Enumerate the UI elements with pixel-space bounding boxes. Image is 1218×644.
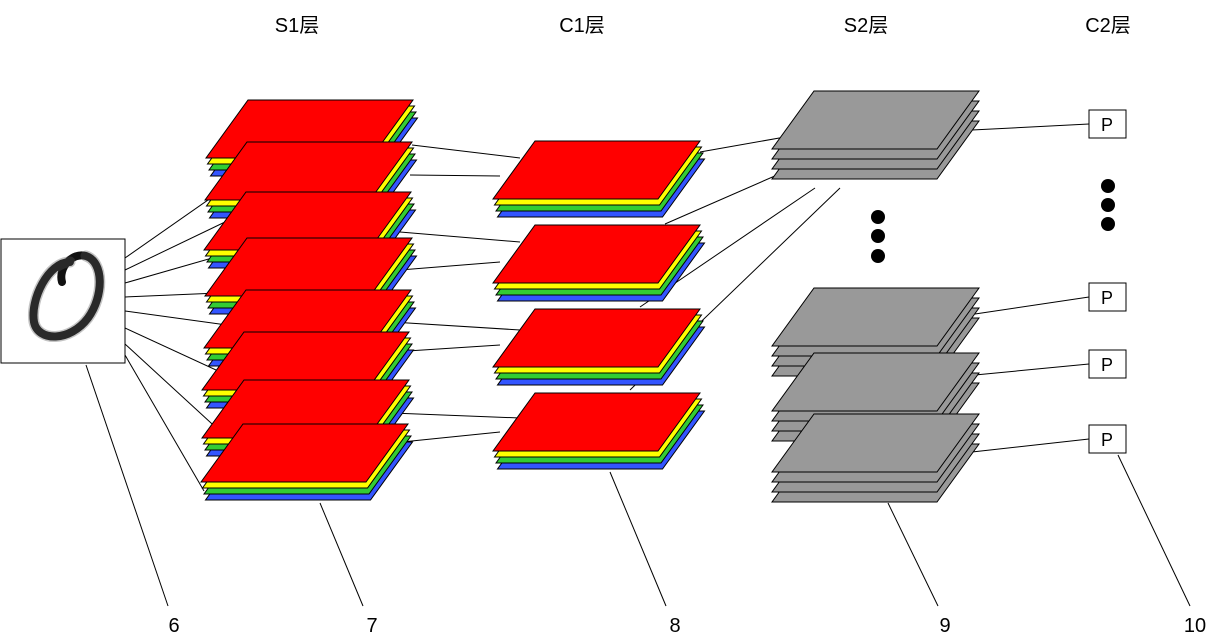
pool-label-2: P: [1101, 288, 1113, 308]
connection-line: [972, 124, 1089, 130]
pool-label-1: P: [1101, 115, 1113, 135]
c1-stack-4: [493, 393, 705, 469]
header-c1: C1层: [559, 15, 605, 37]
callout-s2: 9: [939, 615, 950, 637]
connection-line: [975, 297, 1089, 314]
connection-line: [700, 137, 785, 152]
connection-line: [400, 262, 500, 270]
c2-ellipsis-dots: [1101, 179, 1115, 231]
c1-stack-1: [493, 141, 705, 217]
connection-line: [412, 145, 520, 158]
callout-c1: 8: [669, 615, 680, 637]
connection-line: [400, 232, 520, 242]
s2-ellipsis-dots: [871, 210, 885, 263]
connection-line: [392, 322, 520, 330]
callout-s1: 7: [366, 615, 377, 637]
input-digit-image: [1, 239, 125, 363]
header-s1: S1层: [275, 15, 319, 37]
connection-line: [410, 175, 500, 176]
pool-box-4: P: [1089, 425, 1126, 453]
feature-map-stacks: [201, 91, 979, 502]
connection-line: [392, 413, 520, 418]
callout-input: 6: [168, 615, 179, 637]
connection-line: [975, 364, 1089, 375]
callout-c2: 10: [1184, 615, 1206, 637]
connection-line: [972, 439, 1089, 452]
pool-box-1: P: [1089, 110, 1126, 138]
pool-box-2: P: [1089, 283, 1126, 311]
c1-stack-2: [493, 225, 705, 301]
pool-label-4: P: [1101, 430, 1113, 450]
header-s2: S2层: [844, 15, 888, 37]
header-c2: C2层: [1085, 15, 1131, 37]
pool-label-3: P: [1101, 355, 1113, 375]
c1-stack-3: [493, 309, 705, 385]
pool-box-3: P: [1089, 350, 1126, 378]
s2-stack-1: [772, 91, 979, 179]
connection-line: [125, 355, 204, 491]
